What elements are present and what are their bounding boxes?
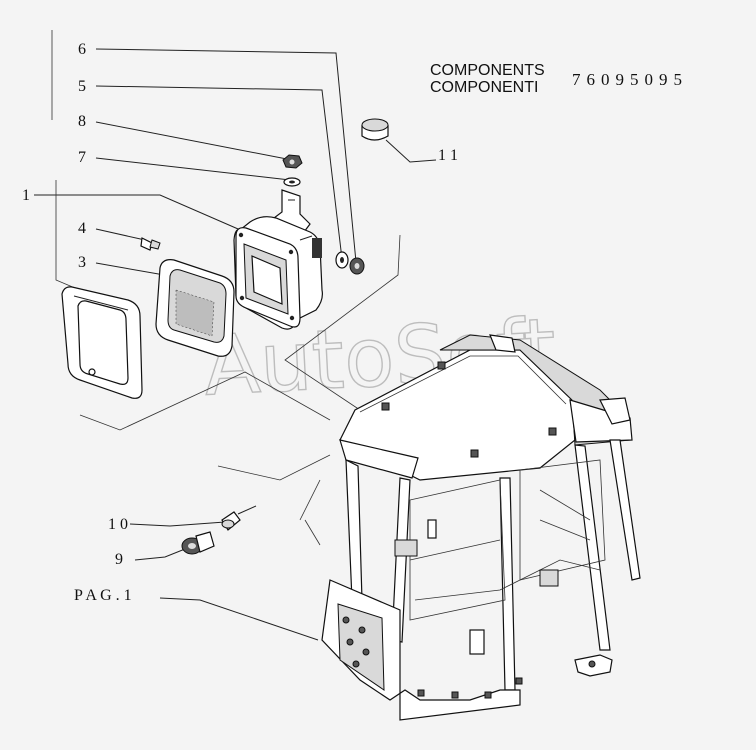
part-6-nut[interactable] <box>349 257 365 275</box>
part-4-screw[interactable] <box>140 237 161 251</box>
callout-10[interactable]: 1 0 <box>108 516 128 533</box>
callout-8[interactable]: 8 <box>78 113 86 130</box>
part-3-lens[interactable] <box>155 259 235 357</box>
callout-7[interactable]: 7 <box>78 149 86 166</box>
callout-pag-1[interactable]: P A G . 1 <box>74 587 132 604</box>
leader-lines <box>34 30 437 641</box>
part-9-socket[interactable] <box>181 531 215 555</box>
callout-9[interactable]: 9 <box>115 551 123 568</box>
components-title: COMPONENTS COMPONENTI <box>430 62 545 96</box>
callout-6[interactable]: 6 <box>78 41 86 58</box>
part-1-lamp-housing[interactable] <box>233 189 323 330</box>
callout-4[interactable]: 4 <box>78 220 86 237</box>
title-it: COMPONENTI <box>430 79 539 96</box>
title-en: COMPONENTS <box>430 62 545 79</box>
part-5-washer[interactable] <box>335 251 349 269</box>
part-2-bezel[interactable] <box>61 286 143 399</box>
part-10-bulb[interactable] <box>221 505 257 531</box>
callout-11[interactable]: 1 1 <box>438 147 458 164</box>
callout-3[interactable]: 3 <box>78 254 86 271</box>
part-code: 76095095 <box>572 70 688 89</box>
part-7-washer[interactable] <box>283 177 301 187</box>
cab-frame[interactable] <box>321 334 641 721</box>
part-11-cap[interactable] <box>361 118 389 141</box>
callout-1[interactable]: 1 <box>22 187 30 204</box>
part-8-nut[interactable] <box>282 154 303 169</box>
callout-5[interactable]: 5 <box>78 78 86 95</box>
